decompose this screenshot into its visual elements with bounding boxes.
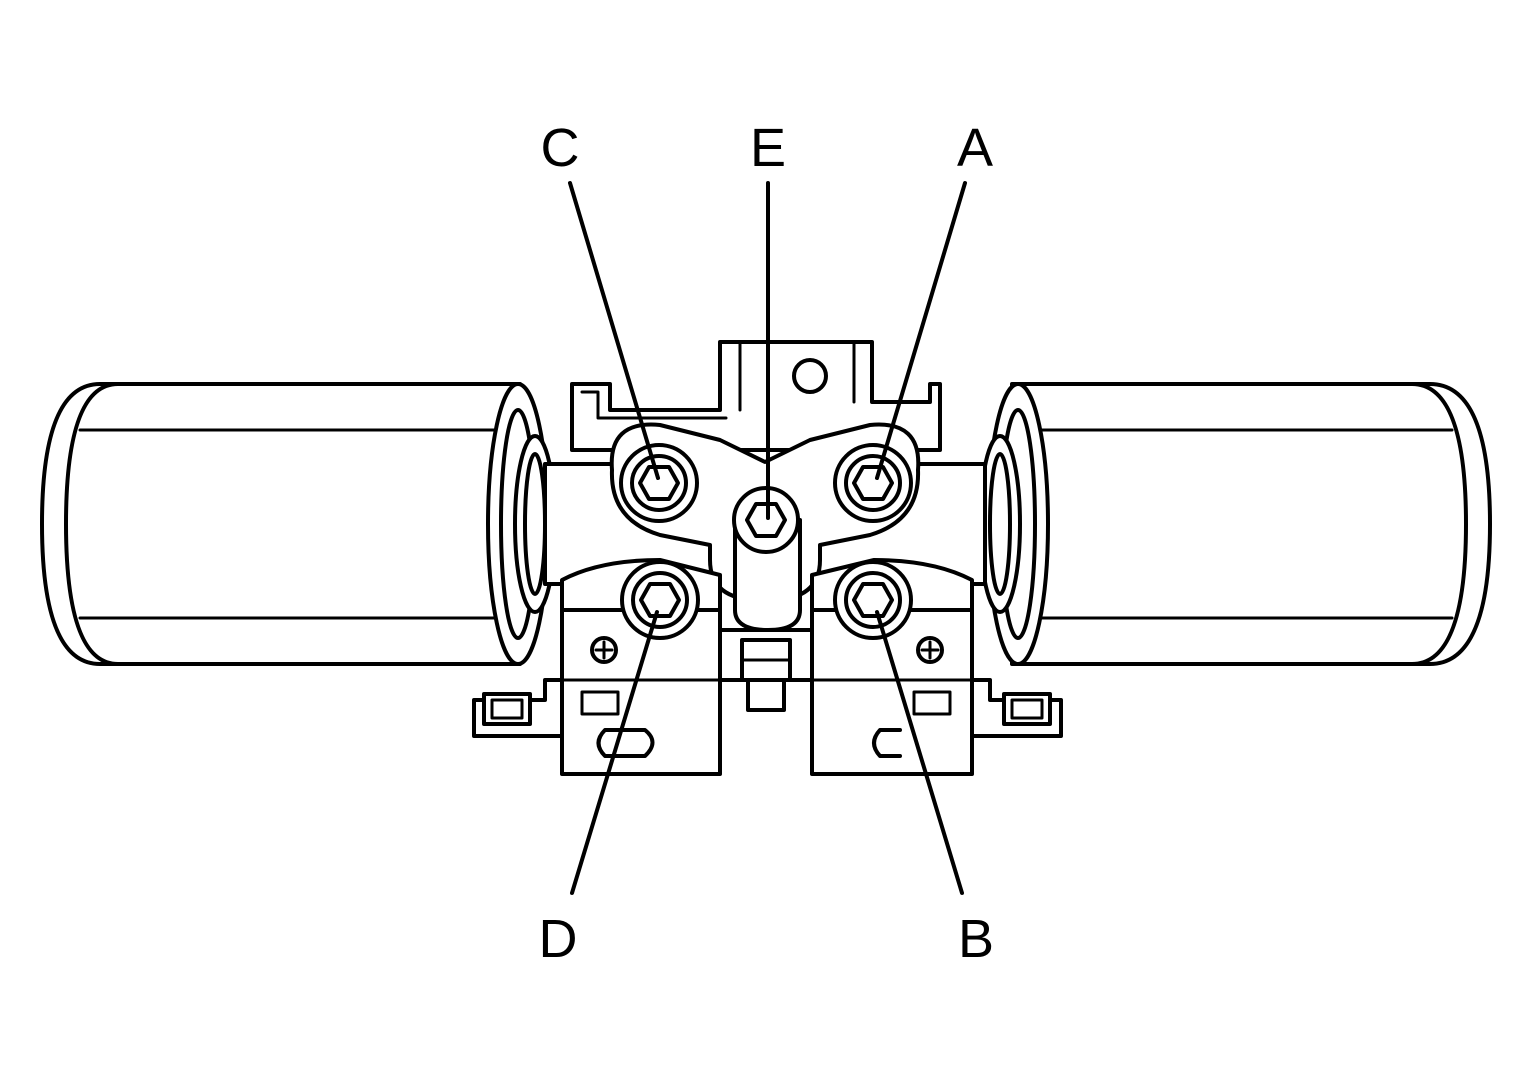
leader-line-b bbox=[875, 610, 964, 895]
mounting-bracket-right bbox=[810, 608, 1063, 776]
left-cylinder bbox=[40, 382, 557, 666]
leader-line-a bbox=[875, 181, 967, 480]
callout-label-c: C bbox=[541, 118, 580, 178]
mounting-bracket-left bbox=[472, 608, 722, 776]
callout-label-e: E bbox=[750, 118, 786, 178]
callout-label-d: D bbox=[539, 909, 578, 969]
fitting-d bbox=[620, 560, 700, 640]
leader-line-d bbox=[570, 610, 659, 895]
fitting-b bbox=[833, 560, 913, 640]
callout-label-a: A bbox=[957, 118, 993, 178]
top-bracket bbox=[570, 340, 942, 452]
right-cylinder bbox=[978, 382, 1492, 666]
fitting-c bbox=[619, 443, 699, 523]
leader-line-c bbox=[568, 181, 660, 480]
callout-label-b: B bbox=[958, 909, 994, 969]
fitting-a bbox=[833, 443, 913, 523]
